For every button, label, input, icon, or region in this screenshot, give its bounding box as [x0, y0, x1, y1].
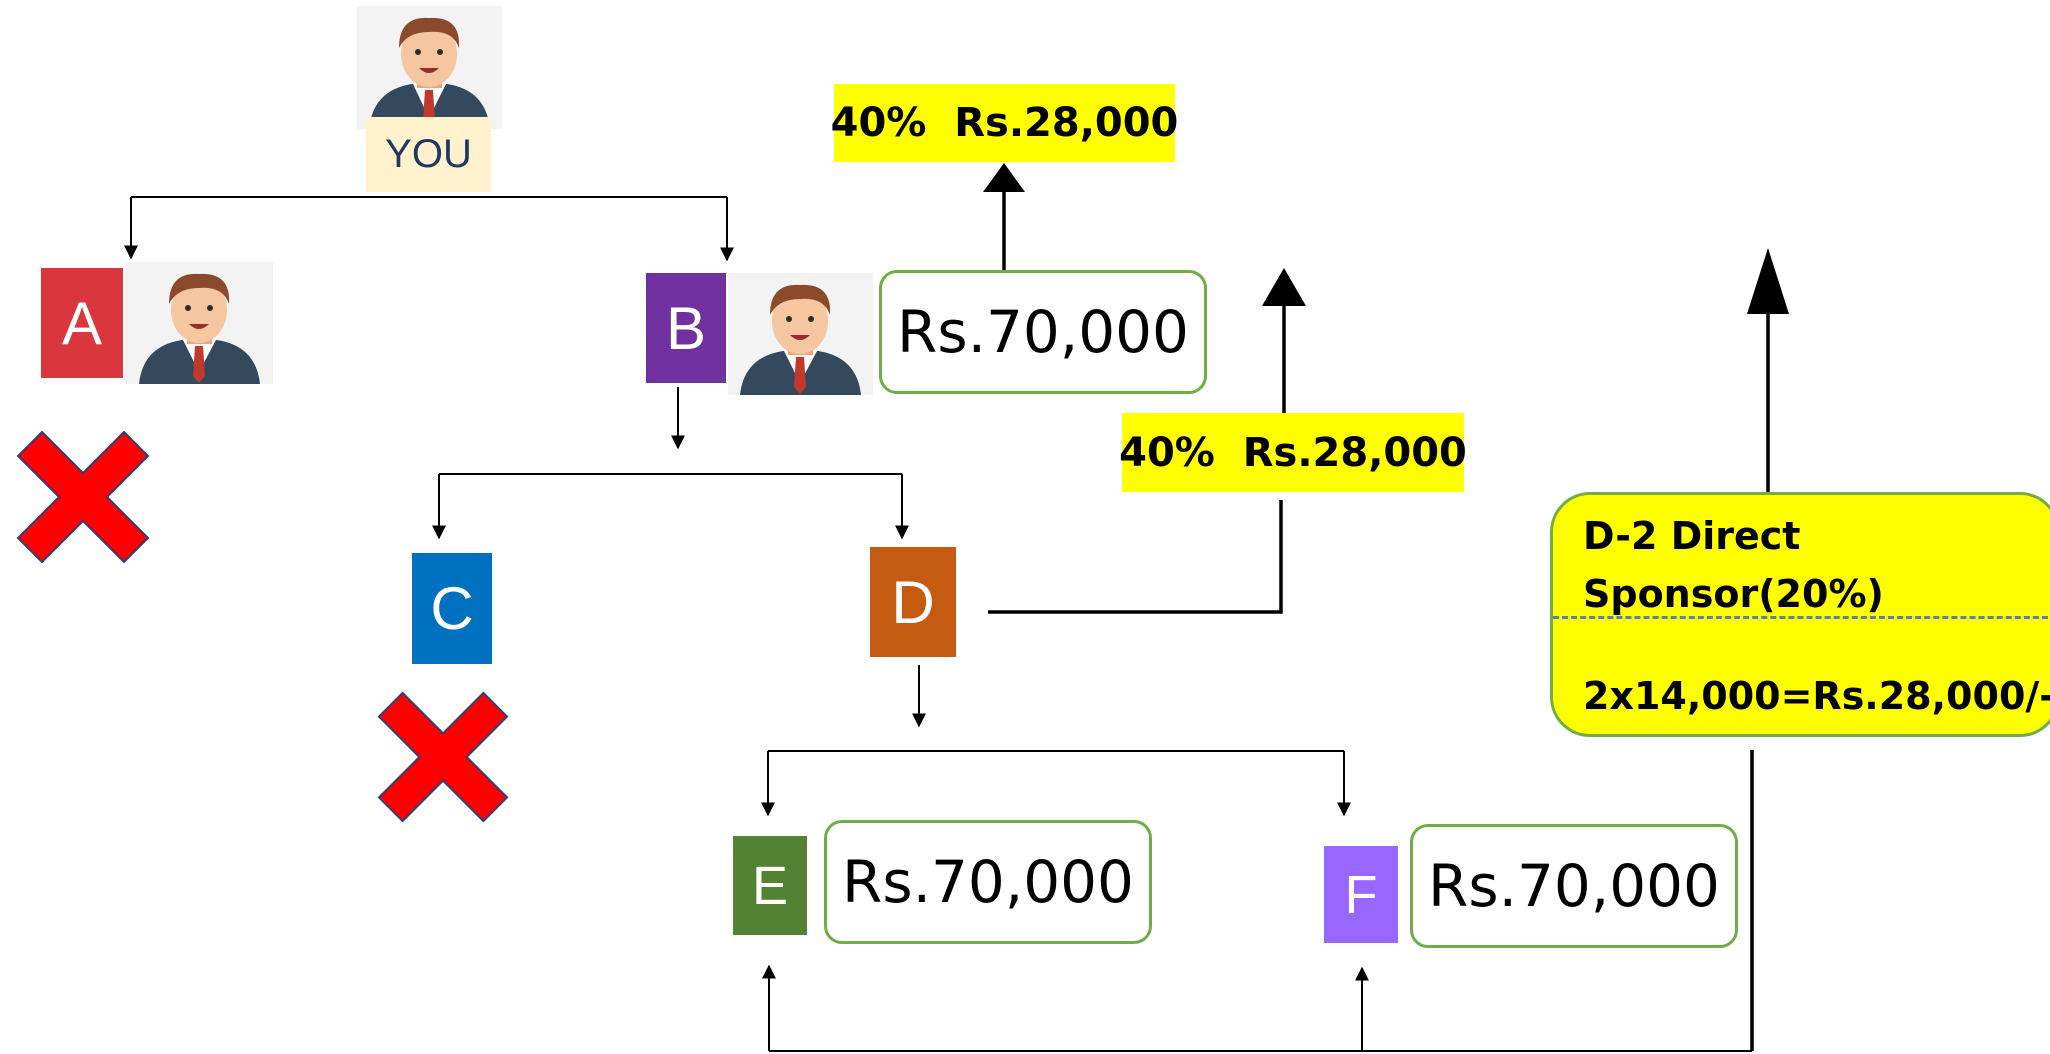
node-a-letter: A	[61, 289, 103, 357]
arrowhead-d-commission	[1262, 268, 1306, 306]
amount-e: Rs.70,000	[824, 820, 1152, 944]
sponsor-box: D-2 Direct Sponsor(20%) 2x14,000=Rs.28,0…	[1550, 492, 2050, 737]
cross-a-icon	[16, 430, 150, 564]
commission-from-b: 40% Rs.28,000	[831, 84, 1178, 162]
node-e-letter: E	[751, 855, 789, 916]
node-c-letter: C	[430, 575, 474, 642]
a-avatar-icon	[125, 262, 273, 384]
sponsor-title: D-2 Direct Sponsor(20%)	[1583, 514, 1884, 616]
arrowhead-sponsor	[1747, 248, 1789, 314]
node-f-letter: F	[1344, 864, 1378, 925]
commission-from-d: 40% Rs.28,000	[1119, 413, 1467, 492]
node-f: F	[1324, 846, 1398, 943]
node-b-letter: B	[665, 294, 707, 362]
node-d-letter: D	[891, 568, 935, 636]
node-a: A	[41, 268, 123, 378]
cross-c-icon	[377, 691, 509, 823]
you-avatar-icon	[357, 6, 502, 129]
node-d: D	[870, 547, 956, 657]
amount-f: Rs.70,000	[1410, 824, 1738, 948]
connector-d-commission	[988, 500, 1283, 614]
node-b: B	[646, 273, 726, 383]
you-label: YOU	[366, 117, 491, 192]
arrowhead-b-commission	[983, 163, 1025, 192]
sponsor-formula: 2x14,000=Rs.28,000/-	[1583, 674, 2050, 718]
node-c: C	[412, 553, 492, 664]
node-e: E	[733, 836, 807, 935]
amount-b: Rs.70,000	[879, 270, 1207, 394]
b-avatar-icon	[728, 273, 873, 395]
sponsor-divider	[1553, 616, 2050, 619]
